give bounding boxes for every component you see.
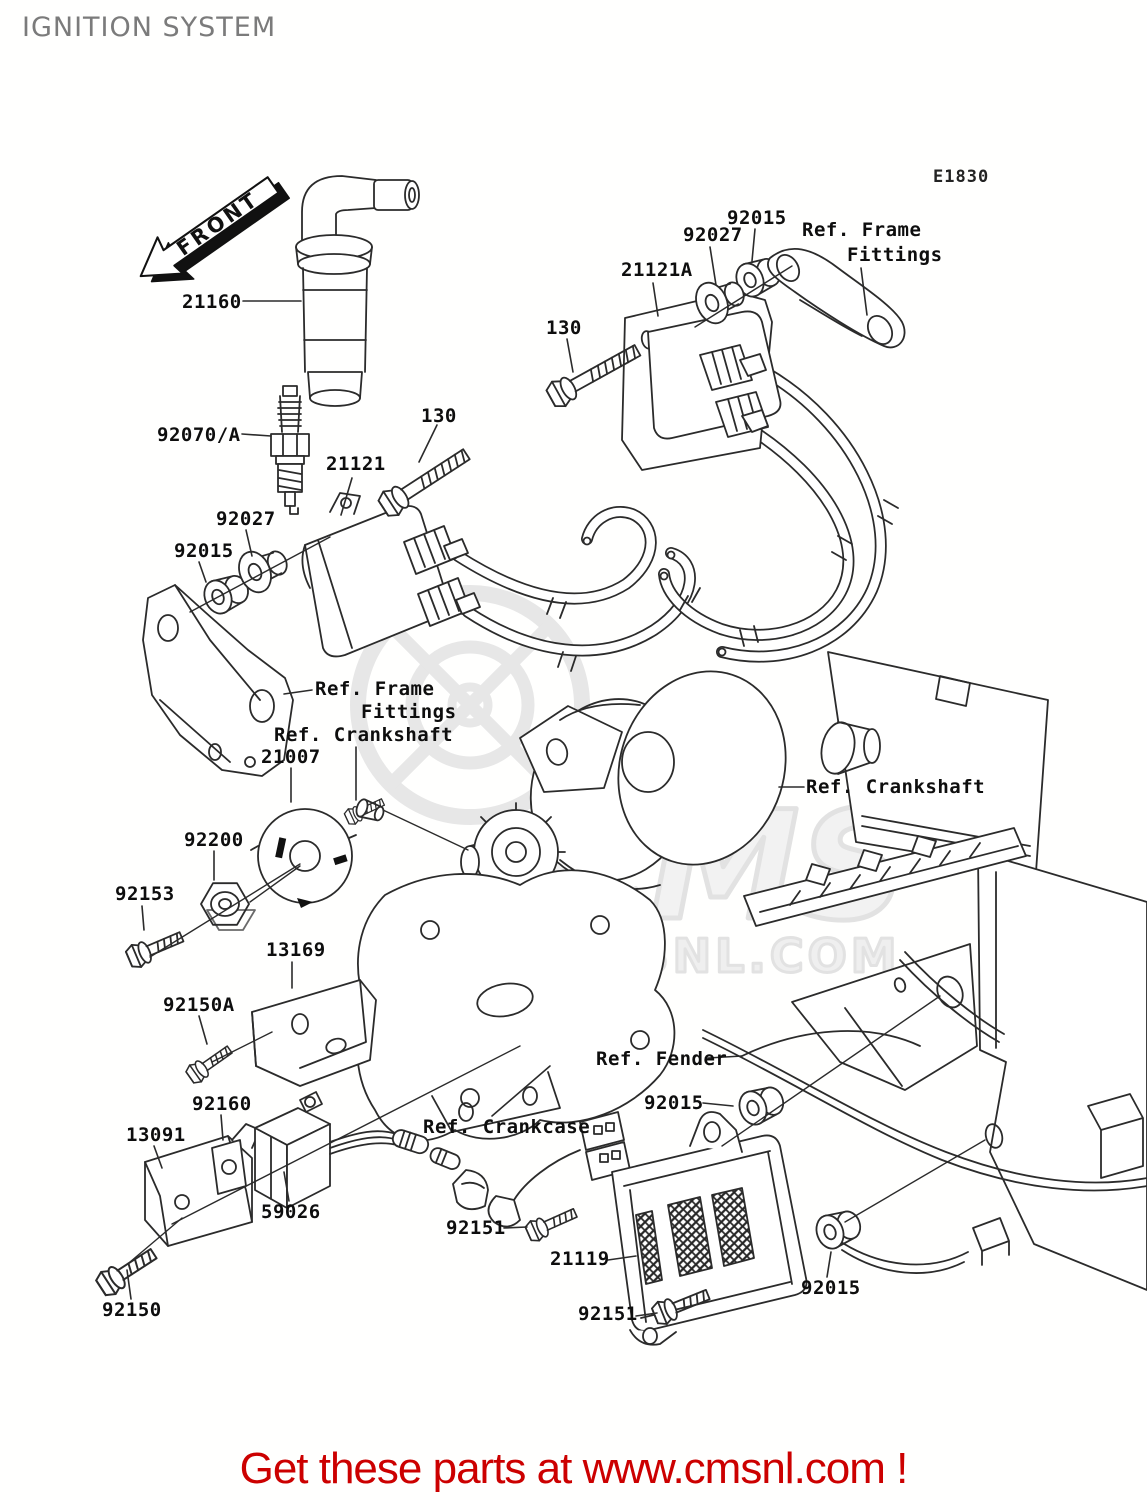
label-21119[interactable]: 21119: [550, 1248, 610, 1270]
bolt-92153-drawing: [123, 924, 188, 972]
front-arrow: FRONT: [139, 176, 291, 283]
label-92027-top[interactable]: 92027: [683, 224, 743, 246]
ref-crankcase[interactable]: Ref. Crankcase: [423, 1116, 591, 1138]
label-leader-lines: [126, 228, 868, 1317]
label-92153[interactable]: 92153: [115, 883, 175, 905]
frame-fitting-arm-drawing: [767, 247, 906, 349]
spark-plug-cables: [452, 366, 899, 672]
ref-fender[interactable]: Ref. Fender: [596, 1048, 728, 1070]
ref-frame-fittings-top-line1[interactable]: Ref. Frame: [802, 219, 922, 241]
spark-plug-cap-drawing: [295, 175, 420, 407]
label-92015-top[interactable]: 92015: [727, 207, 787, 229]
bolt-92150a-drawing: [183, 1040, 237, 1087]
bracket-13169-drawing: [251, 979, 377, 1087]
bolt-130-left-drawing: [374, 441, 475, 521]
label-92151-upper[interactable]: 92151: [446, 1217, 506, 1239]
ref-frame-fittings-top-line2[interactable]: Fittings: [847, 244, 943, 266]
label-92150a[interactable]: 92150A: [163, 994, 235, 1016]
nut-92200-drawing: [200, 882, 256, 931]
label-92015-bottom[interactable]: 92015: [801, 1277, 861, 1299]
label-92150[interactable]: 92150: [102, 1299, 162, 1321]
ref-crankshaft-right[interactable]: Ref. Crankshaft: [806, 776, 986, 798]
bolt-92151-upper-drawing: [523, 1202, 581, 1245]
grommet-92015-bottom-drawing: [811, 1204, 866, 1254]
label-130-left[interactable]: 130: [421, 405, 457, 427]
label-92015-fender[interactable]: 92015: [644, 1092, 704, 1114]
label-92160[interactable]: 92160: [192, 1093, 252, 1115]
damper-92160-drawing: [211, 1139, 247, 1195]
ignition-coil-21121a-drawing: [621, 291, 782, 471]
ref-frame-fittings-mid-line2[interactable]: Fittings: [361, 701, 457, 723]
label-92070a[interactable]: 92070/A: [157, 424, 241, 446]
label-21160[interactable]: 21160: [182, 291, 242, 313]
label-92015-left[interactable]: 92015: [174, 540, 234, 562]
label-21121[interactable]: 21121: [326, 453, 386, 475]
footer-banner: Get these parts at www.cmsnl.com !: [239, 1444, 909, 1493]
grommet-92015-fender-drawing: [734, 1080, 789, 1130]
ref-crankshaft-mid[interactable]: Ref. Crankshaft: [274, 724, 454, 746]
crankshaft-drawing: [460, 651, 1049, 902]
frame-fitting-bracket-left-drawing: [142, 584, 294, 777]
label-59026[interactable]: 59026: [261, 1201, 321, 1223]
diagram-code: E1830: [933, 167, 990, 187]
fender-drawing: [702, 827, 1147, 1291]
page-title: IGNITION SYSTEM: [22, 12, 277, 43]
label-21121a[interactable]: 21121A: [621, 259, 693, 281]
label-92027-left[interactable]: 92027: [216, 508, 276, 530]
ref-frame-fittings-mid-line1[interactable]: Ref. Frame: [315, 678, 435, 700]
label-21007[interactable]: 21007: [261, 746, 321, 768]
ignition-coil-21121-drawing: [301, 492, 481, 658]
spark-plug-drawing: [270, 385, 310, 515]
label-13169[interactable]: 13169: [266, 939, 326, 961]
cdi-unit-21119-drawing: [611, 1111, 808, 1346]
label-13091[interactable]: 13091: [126, 1124, 186, 1146]
timing-rotor-21007-drawing: [250, 808, 357, 908]
pin-crankshaft-drawing: [355, 798, 385, 822]
assembly-axis-lines: [129, 265, 986, 1263]
label-130-right[interactable]: 130: [546, 317, 582, 339]
igniter-59026-drawing: [254, 1091, 489, 1211]
label-92200[interactable]: 92200: [184, 829, 244, 851]
label-92151-lower[interactable]: 92151: [578, 1303, 638, 1325]
